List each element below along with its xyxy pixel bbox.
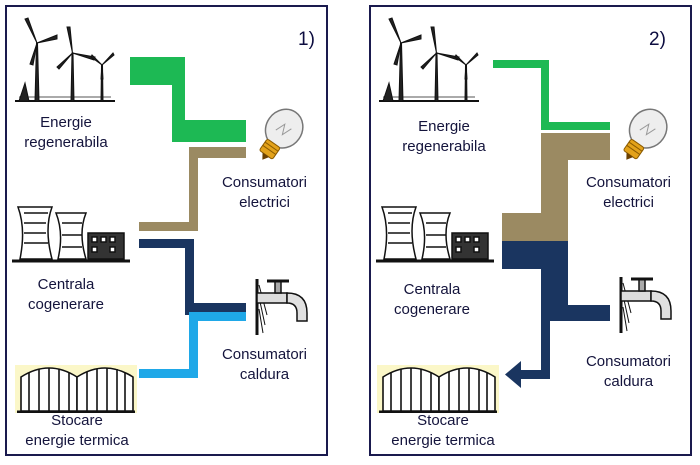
cogeneration-electric-flow bbox=[541, 133, 568, 213]
storage-tank-icon bbox=[377, 365, 499, 413]
water-tap-icon bbox=[619, 277, 672, 333]
panel-number: 2) bbox=[649, 29, 666, 50]
energy-flow-diagram bbox=[493, 60, 610, 388]
panel-number: 1) bbox=[298, 29, 315, 50]
panel-scenario-1: 1) bbox=[5, 5, 328, 456]
thermal-storage-label: Stocare energie termica bbox=[391, 412, 495, 449]
renewable-flow bbox=[130, 57, 246, 142]
storage-flow bbox=[541, 321, 550, 379]
cogeneration-plant-label: Centrala cogenerare bbox=[394, 281, 470, 318]
water-tap-icon bbox=[255, 279, 308, 335]
storage-flow-arrow bbox=[505, 361, 521, 388]
cogeneration-electric-flow bbox=[189, 147, 198, 231]
renewable-flow bbox=[493, 60, 610, 130]
electric-consumers-label: Consumatori electrici bbox=[221, 174, 308, 211]
panel-scenario-2: 2) bbox=[369, 5, 692, 456]
heat-flow bbox=[139, 239, 194, 248]
cogeneration-plant-label: Centrala cogenerare bbox=[28, 276, 104, 313]
energy-flow-diagram bbox=[130, 57, 246, 378]
wind-turbine-icon bbox=[379, 17, 479, 102]
storage-tank-icon bbox=[15, 365, 137, 413]
renewable-energy-label: Energie regenerabila bbox=[402, 118, 486, 155]
heat-consumers-label: Consumatori caldura bbox=[221, 346, 308, 383]
storage-flow bbox=[189, 312, 246, 321]
light-bulb-icon bbox=[259, 108, 304, 160]
thermal-storage-label: Stocare energie termica bbox=[25, 412, 129, 449]
power-plant-icon bbox=[12, 206, 130, 263]
electric-consumers-label: Consumatori electrici bbox=[585, 174, 672, 211]
heat-consumers-label: Consumatori caldura bbox=[585, 353, 672, 390]
power-plant-icon bbox=[376, 206, 494, 263]
renewable-energy-label: Energie regenerabila bbox=[24, 114, 108, 151]
light-bulb-icon bbox=[623, 108, 668, 160]
wind-turbine-icon bbox=[15, 17, 115, 102]
electric-flow bbox=[189, 147, 246, 158]
